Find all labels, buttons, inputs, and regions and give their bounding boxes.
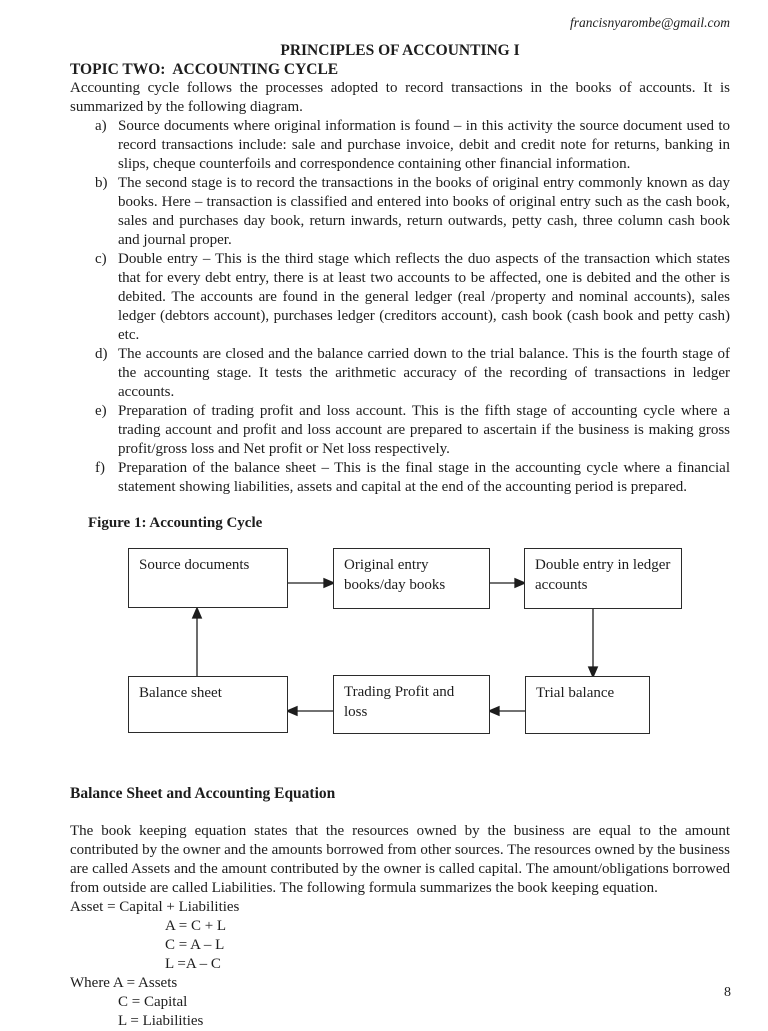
arrowhead-right-icon — [323, 577, 336, 589]
list-item-marker: c) — [95, 251, 107, 267]
arrowhead-up-icon — [191, 606, 203, 619]
list-item-text: The accounts are closed and the balance … — [118, 346, 730, 400]
section-body-paragraph: The book keeping equation states that th… — [70, 823, 730, 896]
diagram-box-label: Trial balance — [536, 685, 615, 701]
diagram-box-label: Source documents — [139, 557, 250, 573]
list-item-text: The second stage is to record the transa… — [118, 175, 730, 248]
list-item: a) Source documents where original infor… — [70, 117, 730, 174]
diagram-box-balance-sheet: Balance sheet — [128, 676, 288, 733]
where-clause: Where A = Assets — [70, 975, 178, 991]
arrowhead-right-icon — [514, 577, 527, 589]
list-item-marker: b) — [95, 175, 108, 191]
equation-line: A = C + L — [165, 918, 227, 934]
arrowhead-left-icon — [285, 705, 298, 717]
list-item-text: Preparation of trading profit and loss a… — [118, 403, 730, 457]
list-item: c) Double entry – This is the third stag… — [70, 250, 730, 345]
list-item-marker: d) — [95, 346, 108, 362]
diagram-box-label: Original entry books/day books — [344, 557, 446, 593]
list-item-text: Double entry – This is the third stage w… — [118, 251, 730, 343]
arrowhead-down-icon — [587, 666, 599, 679]
header-email: francisnyarombe@gmail.com — [569, 15, 730, 30]
diagram-box-double-entry: Double entry in ledger accounts — [524, 548, 682, 609]
equation-line: C = A – L — [165, 937, 225, 953]
list-item-marker: a) — [95, 118, 107, 134]
diagram-box-source-documents: Source documents — [128, 548, 288, 608]
diagram-box-trading-profit-loss: Trading Profit and loss — [333, 675, 490, 734]
diagram-box-trial-balance: Trial balance — [525, 676, 650, 734]
list-item: e) Preparation of trading profit and los… — [70, 402, 730, 459]
section-heading: Balance Sheet and Accounting Equation — [70, 785, 336, 802]
accounting-cycle-stage-list: a) Source documents where original infor… — [70, 117, 730, 497]
accounting-cycle-diagram: Source documents Original entry books/da… — [70, 538, 730, 753]
list-item-text: Source documents where original informat… — [118, 118, 730, 172]
list-item-text: Preparation of the balance sheet – This … — [118, 460, 730, 495]
flow-arrows — [191, 577, 599, 717]
page-number: 8 — [724, 985, 731, 1000]
course-title: PRINCIPLES OF ACCOUNTING I — [280, 42, 520, 59]
intro-paragraph: Accounting cycle follows the processes a… — [70, 80, 730, 115]
topic-title: TOPIC TWO: ACCOUNTING CYCLE — [70, 61, 339, 78]
where-definition: L = Liabilities — [118, 1013, 204, 1029]
list-item: d) The accounts are closed and the balan… — [70, 345, 730, 402]
figure-caption: Figure 1: Accounting Cycle — [88, 515, 263, 531]
diagram-box-label: Double entry in ledger accounts — [535, 557, 671, 593]
diagram-box-label: Balance sheet — [139, 685, 222, 701]
arrowhead-left-icon — [487, 705, 500, 717]
diagram-box-original-entry: Original entry books/day books — [333, 548, 490, 609]
equation-intro: Asset = Capital + Liabilities — [70, 899, 240, 915]
where-definition: C = Capital — [118, 994, 188, 1010]
document-content: PRINCIPLES OF ACCOUNTING I TOPIC TWO: AC… — [70, 41, 730, 1031]
list-item: b) The second stage is to record the tra… — [70, 174, 730, 250]
equation-line: L =A – C — [165, 956, 221, 972]
list-item: f) Preparation of the balance sheet – Th… — [70, 459, 730, 497]
list-item-marker: e) — [95, 403, 107, 419]
list-item-marker: f) — [95, 460, 105, 476]
diagram-box-label: Trading Profit and loss — [344, 684, 455, 720]
